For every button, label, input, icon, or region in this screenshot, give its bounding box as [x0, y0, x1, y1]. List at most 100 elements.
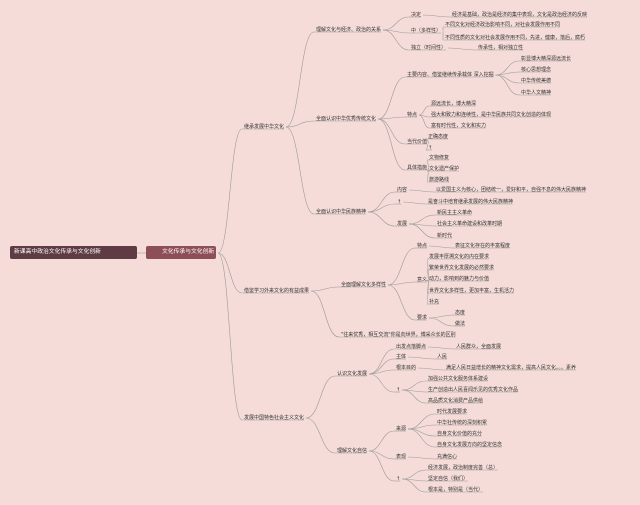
- node-b2-1-3-2[interactable]: 做法: [455, 321, 466, 327]
- node-b1-1-1-1[interactable]: 经济是基础，政治是经济的集中表现，文化是政治经济的反映: [452, 12, 588, 18]
- node-b1-3-1[interactable]: 内容: [397, 187, 408, 193]
- connector-b3-1-1: [368, 348, 395, 375]
- node-b1-2-2[interactable]: 特点: [407, 112, 418, 118]
- connector-b1-2-2: [378, 116, 406, 120]
- node-b3-1-1[interactable]: 出发点落脚点: [396, 344, 427, 350]
- node-b3-2-1-4[interactable]: 自身文化发展方向的坚定信念: [437, 442, 503, 448]
- node-b2-1-1-1[interactable]: 表征文化存在的丰富程度: [455, 243, 511, 249]
- connector-b2-1-2-5: [426, 279, 430, 305]
- node-b3-1-4[interactable]: ↑: [396, 387, 401, 393]
- node-b1-2-1-4[interactable]: 中华人文精神: [521, 90, 552, 96]
- connector-b2-1-1-1: [429, 245, 454, 249]
- node-b1-2-1-2[interactable]: 核心思想理念: [521, 67, 552, 73]
- node-b3[interactable]: 发展中国特色社会主义文化: [244, 415, 305, 421]
- connector-b3-2-1: [368, 430, 395, 452]
- node-b2-1-2-3[interactable]: 动力，影响到的魅力与价值: [429, 276, 490, 282]
- node-b1-2-4[interactable]: 具体措施: [407, 165, 428, 171]
- node-b3-1-2-1[interactable]: 人民: [437, 354, 448, 360]
- node-b1-2[interactable]: 全面认识中华优秀传统文化: [316, 116, 377, 122]
- node-b3-1[interactable]: 认识文化发展: [337, 371, 368, 377]
- root-node-box[interactable]: [10, 246, 137, 259]
- node-b2-1-2-1[interactable]: 发展丰厚溯文化的内在要求: [429, 254, 490, 260]
- connector-b3-2-2: [369, 450, 395, 460]
- connector-b3-1-2: [369, 358, 395, 375]
- node-b1-2-3-1[interactable]: 正确态度: [428, 134, 449, 140]
- node-b3-2[interactable]: 理解文化自信: [337, 448, 368, 454]
- node-b1-3-3-2[interactable]: 社会主义革命建设和改革时期: [437, 221, 503, 227]
- node-b3-1-4-1[interactable]: 加强公共文化服务体系建设: [428, 376, 489, 382]
- node-b1-1[interactable]: 理解文化与经济、政治的关系: [316, 27, 382, 33]
- node-b1-2-4-1[interactable]: 文物修复: [429, 155, 450, 161]
- connector-b3: [217, 252, 243, 421]
- node-b1-3-1-1[interactable]: 以爱国主义为核心，团结统一，爱好和平，自强不息的伟大民族精神: [436, 187, 587, 193]
- node-b3-2-3-3[interactable]: 根本是，特别是（当代）: [428, 487, 484, 493]
- node-b1-2-2-3[interactable]: 富有时代性，文化和实力: [431, 123, 487, 129]
- node-b1-1-3[interactable]: 独立（时间性）: [411, 45, 447, 51]
- node-b1-3-3-3[interactable]: 新时代: [437, 233, 453, 239]
- node-b3-2-3[interactable]: ↑: [396, 476, 401, 482]
- node-b2-1-2-5[interactable]: 补充: [429, 299, 440, 305]
- node-b1-1-2[interactable]: 中（多样性）: [411, 28, 442, 34]
- connector-b1-2-1-4: [495, 74, 520, 96]
- node-b3-1-4-2[interactable]: 生产创造出人民喜闻乐见的优秀文化作品: [428, 387, 519, 393]
- node-b2-1-1[interactable]: 特点: [417, 243, 428, 249]
- connector-b1-1-1: [383, 16, 410, 31]
- connector-b1-2-1-1: [495, 60, 520, 76]
- main-topic-box[interactable]: [146, 246, 216, 259]
- node-b2-1-2[interactable]: 意义: [417, 277, 428, 283]
- node-b1-3-3-1[interactable]: 新民主主义革命: [437, 210, 473, 216]
- node-b3-2-3-1[interactable]: 经济发展，政治制度完善（总）: [428, 465, 499, 471]
- connector-b1-2-1-3: [495, 74, 520, 84]
- node-b1-3-2-1[interactable]: 是奋斗中培育继承发展的伟大民族精神: [428, 199, 514, 205]
- node-b3-1-2[interactable]: 主体: [396, 354, 407, 360]
- node-b2-1[interactable]: 全面理解文化多样性: [341, 282, 387, 288]
- connector-b1-3: [285, 126, 315, 215]
- node-b1[interactable]: 继承发展中华文化: [244, 124, 285, 130]
- node-b2[interactable]: 借鉴学习外来文化的有益成果: [244, 288, 310, 294]
- node-b3-2-2-1[interactable]: 充满信心: [437, 454, 458, 460]
- node-b3-2-1-1[interactable]: 时代发展要求: [437, 409, 468, 415]
- node-b1-2-4-2[interactable]: 文化遗产保护: [429, 166, 460, 172]
- node-b1-2-3-2[interactable]: ↑: [428, 145, 433, 151]
- node-b1-1-2-1[interactable]: 不同文化对经济政治影响不同，对社会发展作用不同: [445, 22, 561, 28]
- node-b2-1-2-2[interactable]: 繁荣世界文化发展的必然要求: [429, 265, 495, 271]
- connector-b3-2: [305, 417, 336, 454]
- node-b1-3-2[interactable]: ↑: [397, 199, 402, 205]
- node-b1-1-2-2[interactable]: 不同性质的文化对社会发展作用不同，先进，健康，落后，腐朽: [445, 35, 586, 41]
- node-b3-2-2[interactable]: 表现: [396, 454, 407, 460]
- node-b2-1-3-1[interactable]: 态度: [455, 310, 466, 316]
- node-b1-1-1[interactable]: 决定: [411, 12, 422, 18]
- node-b3-1-1-1[interactable]: 人民群众，全面发展: [456, 344, 502, 350]
- node-b2-1-3[interactable]: 要求: [417, 315, 428, 321]
- node-b3-2-1-2[interactable]: 中华社传统的深刻积累: [437, 420, 488, 426]
- connector-b1-2: [286, 120, 315, 128]
- connector-b3-2-1-1: [408, 413, 436, 430]
- node-b3-2-3-2[interactable]: 坚定自信（我们）: [428, 476, 469, 482]
- node-b1-2-2-2[interactable]: 强大和致力和连续性，是中华民族共同文化创造的体现: [431, 112, 552, 118]
- connector-b3-1-4: [368, 373, 395, 393]
- node-b2-2[interactable]: "往来优秀，相互交流"你是向世界，博采众长的区别: [341, 332, 456, 338]
- node-b1-2-2-1[interactable]: 源远流长，博大精深: [431, 101, 477, 107]
- connector-b1-3-3-3: [409, 223, 436, 239]
- node-b3-1-3-1[interactable]: 满足人民日益增长的精神文化需求，提高人民文化。。。素养: [446, 365, 577, 371]
- node-b1-2-1-3[interactable]: 中华传统美德: [521, 78, 552, 84]
- connector-b1-3-2-1: [403, 201, 427, 205]
- connector-b1-3-2: [368, 203, 396, 213]
- node-b1-3-3[interactable]: 发展: [397, 221, 408, 227]
- connector-b3-1-2-1: [408, 356, 436, 360]
- connector-b3-1-3-1: [418, 367, 445, 371]
- node-b1-3[interactable]: 全面认识中华民族精神: [316, 209, 367, 215]
- node-b2-1-2-4[interactable]: 世界文化多样性，更加丰富，生机活力: [429, 288, 515, 294]
- node-b3-1-4-3[interactable]: 高品质文化消费产品供给: [428, 398, 484, 404]
- node-b1-1-3-1[interactable]: 传承性，相对独立性: [478, 45, 524, 51]
- connector-b1-1-3-1: [448, 47, 477, 51]
- node-b1-2-3[interactable]: 当代价值: [407, 139, 428, 145]
- connector-b3-2-3: [368, 450, 395, 482]
- node-b1-2-1-1[interactable]: 彰显博大精深源远流长: [521, 56, 572, 62]
- node-b3-2-1[interactable]: 来源: [396, 426, 407, 432]
- node-b1-2-4-3[interactable]: 旅游路线: [429, 177, 450, 183]
- connector-b1-2-4: [377, 118, 406, 171]
- node-b1-2-1[interactable]: 主要内容、借鉴继续传承载体 深入挖掘: [407, 72, 494, 78]
- node-b3-1-3[interactable]: 根本目的: [396, 365, 417, 371]
- node-b3-2-1-3[interactable]: 自身文化价值的充分: [437, 431, 483, 437]
